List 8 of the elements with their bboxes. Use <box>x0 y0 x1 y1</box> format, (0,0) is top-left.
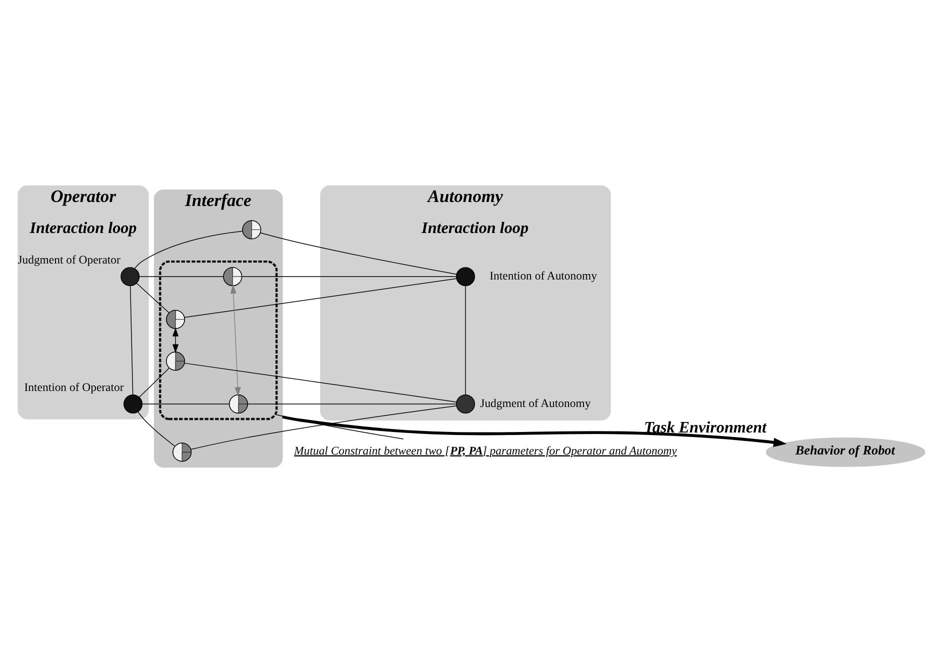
node-label: Task Environment <box>644 418 767 436</box>
node-label: Judgment of Autonomy <box>480 396 591 410</box>
node-label: Intention of Operator <box>24 380 124 394</box>
node-label: Judgment of Operator <box>18 253 120 266</box>
label: Interaction loop <box>422 220 529 237</box>
node-text: Mutual Constraint between two [PP, PA] parameters for Operator and Autonomy <box>294 444 677 457</box>
node-label: Intention of Autonomy <box>490 268 597 282</box>
label: Interaction loop <box>30 220 137 237</box>
